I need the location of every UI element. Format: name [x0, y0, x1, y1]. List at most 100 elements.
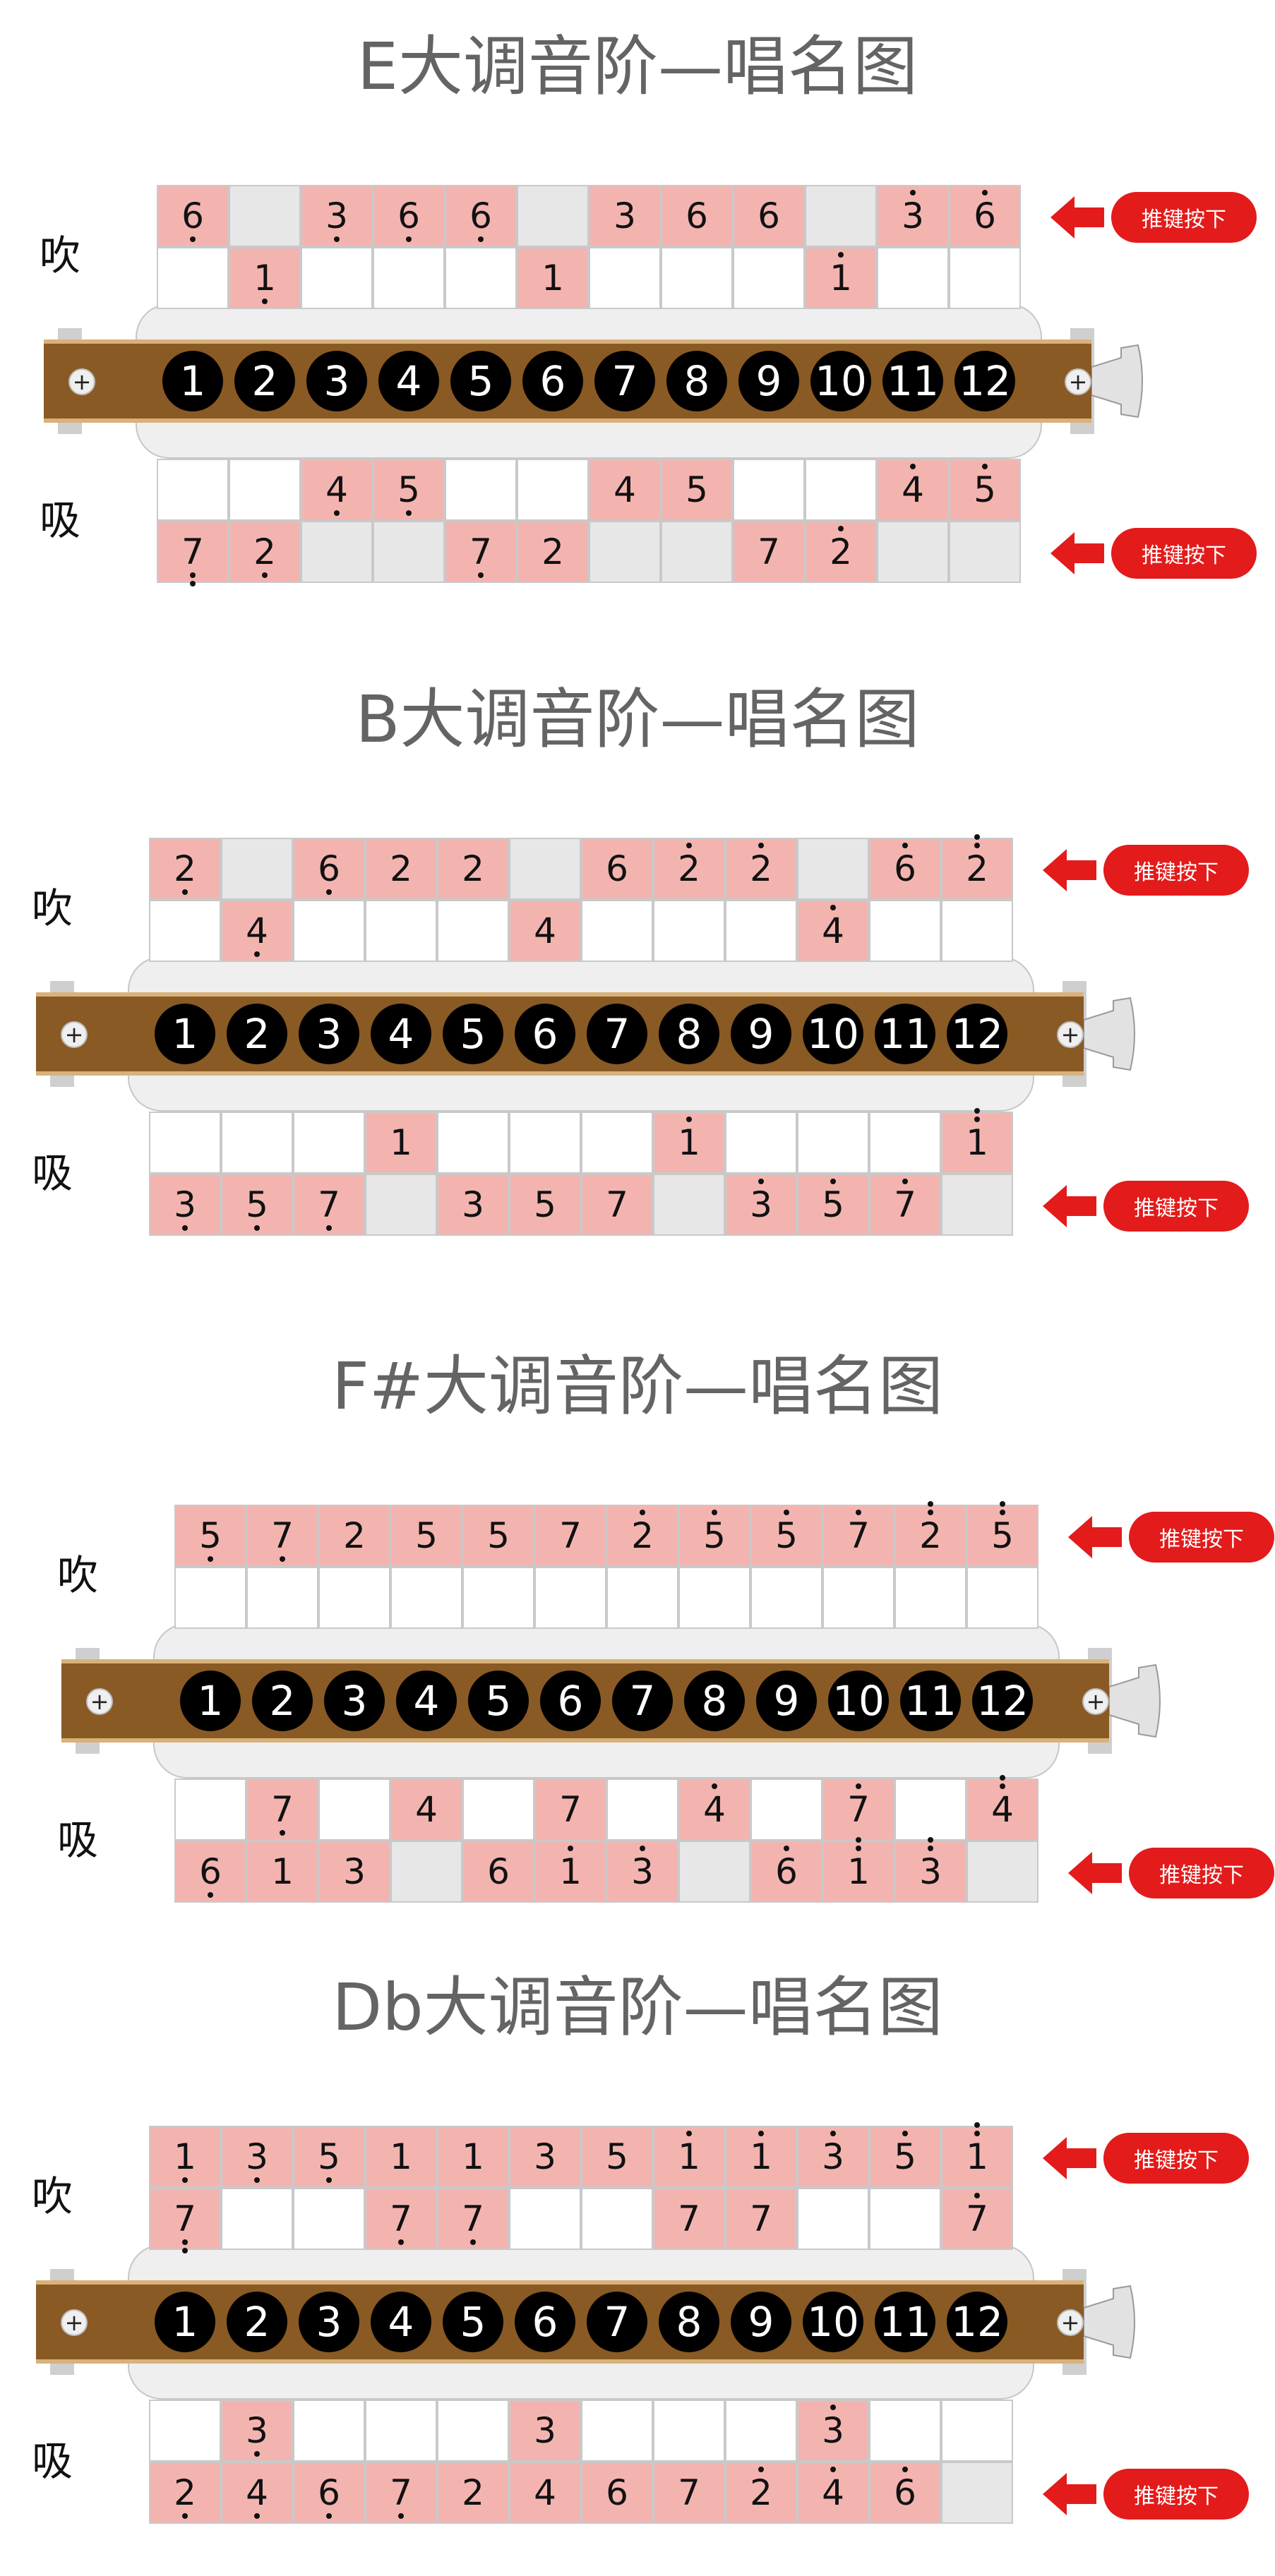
blow-cell: [941, 900, 1013, 962]
note-text: 6: [974, 190, 996, 234]
note-text: 7: [271, 1518, 294, 1562]
blow-button-cell: 5: [462, 1505, 534, 1567]
hole-number: 3: [299, 1004, 359, 1064]
note-text: 5: [318, 2139, 340, 2183]
note-text: 3: [534, 2136, 556, 2177]
note-text: 2: [174, 2475, 196, 2519]
hole-number: 12: [954, 351, 1015, 411]
draw-button-cell: [678, 1841, 750, 1903]
note-text: 7: [894, 1179, 916, 1222]
blow-button-cell: 5: [869, 2126, 941, 2188]
octave-up-dot: [856, 1846, 861, 1851]
note-text: 3: [246, 2139, 268, 2183]
octave-up-dot: [856, 1837, 861, 1843]
blow-cell: [373, 247, 445, 309]
blow-button-indicator: 推键按下: [1111, 192, 1257, 243]
octave-down-dot: [478, 572, 484, 578]
octave-up-dot: [838, 526, 844, 531]
note-text: 5: [415, 1515, 438, 1556]
note-text: 7: [678, 2472, 700, 2513]
octave-up-dot: [902, 1179, 908, 1184]
draw-button-cell: 1: [534, 1841, 606, 1903]
mouthpiece-icon: [1084, 997, 1135, 1071]
hole-number: 6: [515, 1004, 575, 1064]
blow-button-cell: [517, 185, 589, 247]
draw-button-cell: 3: [606, 1841, 678, 1903]
blow-button-cell: 1: [437, 2126, 509, 2188]
note-text: 7: [390, 2475, 412, 2519]
draw-button-cell: [653, 1174, 725, 1236]
draw-button-cell: 6: [293, 2462, 365, 2524]
draw-button-indicator: 推键按下: [1103, 2469, 1249, 2520]
note-text: 7: [318, 1187, 340, 1231]
note-text: 3: [343, 1851, 366, 1892]
hole-number: 4: [396, 1671, 457, 1731]
note-text: 2: [174, 851, 196, 895]
draw-cell: [174, 1778, 246, 1841]
note-text: 1: [750, 2131, 772, 2174]
note-text: 6: [606, 848, 628, 889]
octave-up-dot: [982, 464, 988, 469]
note-text: 1: [830, 252, 852, 296]
draw-button-cell: 6: [581, 2462, 653, 2524]
blow-button-cell: 6: [293, 838, 365, 900]
blow-cell: [606, 1567, 678, 1629]
note-text: 5: [822, 1179, 844, 1222]
note-text: 6: [469, 198, 492, 242]
blow-label: 吹: [40, 231, 81, 279]
draw-button-cell: [949, 521, 1021, 583]
note-text: 6: [758, 195, 780, 236]
draw-button-cell: 7: [653, 2462, 725, 2524]
octave-up-dot: [982, 190, 988, 195]
octave-down-dot: [326, 1225, 332, 1231]
hole-number: 7: [612, 1671, 673, 1731]
draw-cell: 1: [365, 1112, 437, 1174]
note-text: 1: [847, 1837, 870, 1889]
draw-cell: [750, 1778, 822, 1841]
octave-down-dot: [334, 236, 340, 242]
blow-button-cell: [509, 838, 581, 900]
note-text: 2: [541, 531, 564, 572]
left-arrow-icon: [1050, 196, 1104, 239]
octave-up-dot: [1000, 1783, 1005, 1789]
note-text: 5: [606, 2136, 628, 2177]
section-title: F#大调音阶—唱名图: [331, 1349, 943, 1424]
note-text: 1: [174, 2139, 196, 2183]
blow-button-cell: 6: [445, 185, 517, 247]
hole-number: 10: [828, 1671, 889, 1731]
draw-cell: [221, 1112, 293, 1174]
blow-button-cell: 7: [822, 1505, 894, 1567]
octave-up-dot: [568, 1846, 573, 1851]
octave-down-dot: [326, 2177, 332, 2183]
octave-down-dot: [478, 236, 484, 242]
screw-icon: +: [86, 1688, 113, 1715]
note-text: 1: [678, 2131, 700, 2174]
octave-down-dot: [208, 1892, 213, 1898]
note-text: 2: [462, 848, 484, 889]
octave-up-dot: [758, 1179, 764, 1184]
note-text: 4: [325, 472, 348, 516]
draw-button-cell: 3: [894, 1837, 966, 1903]
left-arrow-icon: [1043, 2473, 1096, 2515]
octave-down-dot: [280, 1556, 285, 1562]
blow-cell: 7: [653, 2188, 725, 2250]
blow-cell: [509, 2188, 581, 2250]
draw-cell: 4: [678, 1778, 750, 1841]
note-text: 5: [703, 1510, 726, 1553]
octave-up-dot: [902, 2467, 908, 2472]
note-text: 4: [534, 2472, 556, 2513]
draw-cell: 7: [822, 1778, 894, 1841]
hole-number: 1: [155, 2292, 215, 2352]
blow-cell: 1: [805, 247, 877, 309]
octave-up-dot: [712, 1783, 717, 1789]
hole-number: 5: [450, 351, 511, 411]
draw-button-cell: 2: [725, 2462, 797, 2524]
octave-up-dot: [928, 1837, 933, 1843]
octave-up-dot: [830, 2131, 836, 2136]
blow-cell: 1: [517, 247, 589, 309]
draw-label: 吸: [57, 1816, 99, 1864]
octave-down-dot: [182, 2177, 188, 2183]
octave-down-dot: [190, 572, 196, 578]
blow-cell: [661, 247, 733, 309]
